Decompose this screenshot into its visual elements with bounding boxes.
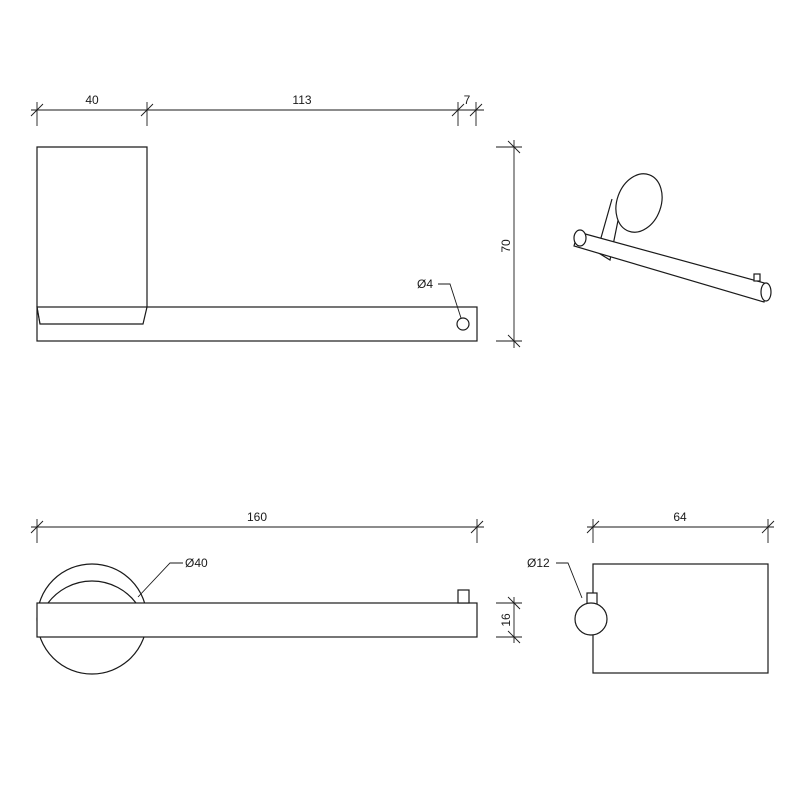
height-tick-bottom: [507, 334, 521, 348]
base-diameter-label: Ø40: [185, 556, 208, 570]
bar-tick-bottom: [507, 630, 521, 644]
bar-tick-top: [507, 596, 521, 610]
side-view: Ø12 64: [527, 510, 775, 674]
base-leader-line: [137, 562, 183, 598]
side-tick-left: [586, 520, 600, 534]
tick-1: [30, 103, 44, 117]
arm-rod-base: [573, 229, 587, 247]
wall-cylinder-body: [596, 185, 626, 261]
side-rod-section: [574, 602, 608, 636]
hole-diameter-label: Ø4: [417, 277, 433, 291]
front-view: Ø4 40 113 7 70: [30, 93, 522, 348]
height-tick-top: [507, 140, 521, 154]
dim-label-113: 113: [292, 93, 311, 107]
hole-leader-line: [438, 283, 462, 319]
dim-label-16: 16: [499, 613, 513, 627]
dim-label-64: 64: [673, 510, 687, 524]
top-view-pin: [457, 589, 470, 604]
tick-3: [451, 103, 465, 117]
wall-block-outline: [36, 146, 148, 325]
end-pin: [753, 273, 761, 282]
length-tick-right: [470, 520, 484, 534]
top-view: Ø40 160 16: [30, 510, 522, 675]
wall-cylinder-face: [615, 173, 663, 233]
arm-bar: [36, 306, 478, 342]
arm-rod: [573, 231, 769, 303]
dim-label-7: 7: [464, 93, 471, 107]
dim-label-160: 160: [247, 510, 267, 524]
tick-2: [140, 103, 154, 117]
base-disc-front-arc: [47, 580, 137, 604]
length-tick-left: [30, 520, 44, 534]
tick-4: [469, 103, 483, 117]
arm-rod-end: [760, 282, 772, 302]
top-view-arm: [36, 602, 478, 638]
rod-leader-line: [556, 562, 583, 599]
dim-label-40: 40: [85, 93, 99, 107]
dim-label-70: 70: [499, 239, 513, 253]
end-hole: [456, 317, 470, 331]
rod-diameter-label: Ø12: [527, 556, 550, 570]
perspective-view: [573, 173, 772, 303]
side-plate: [592, 563, 769, 674]
side-tick-right: [761, 520, 775, 534]
